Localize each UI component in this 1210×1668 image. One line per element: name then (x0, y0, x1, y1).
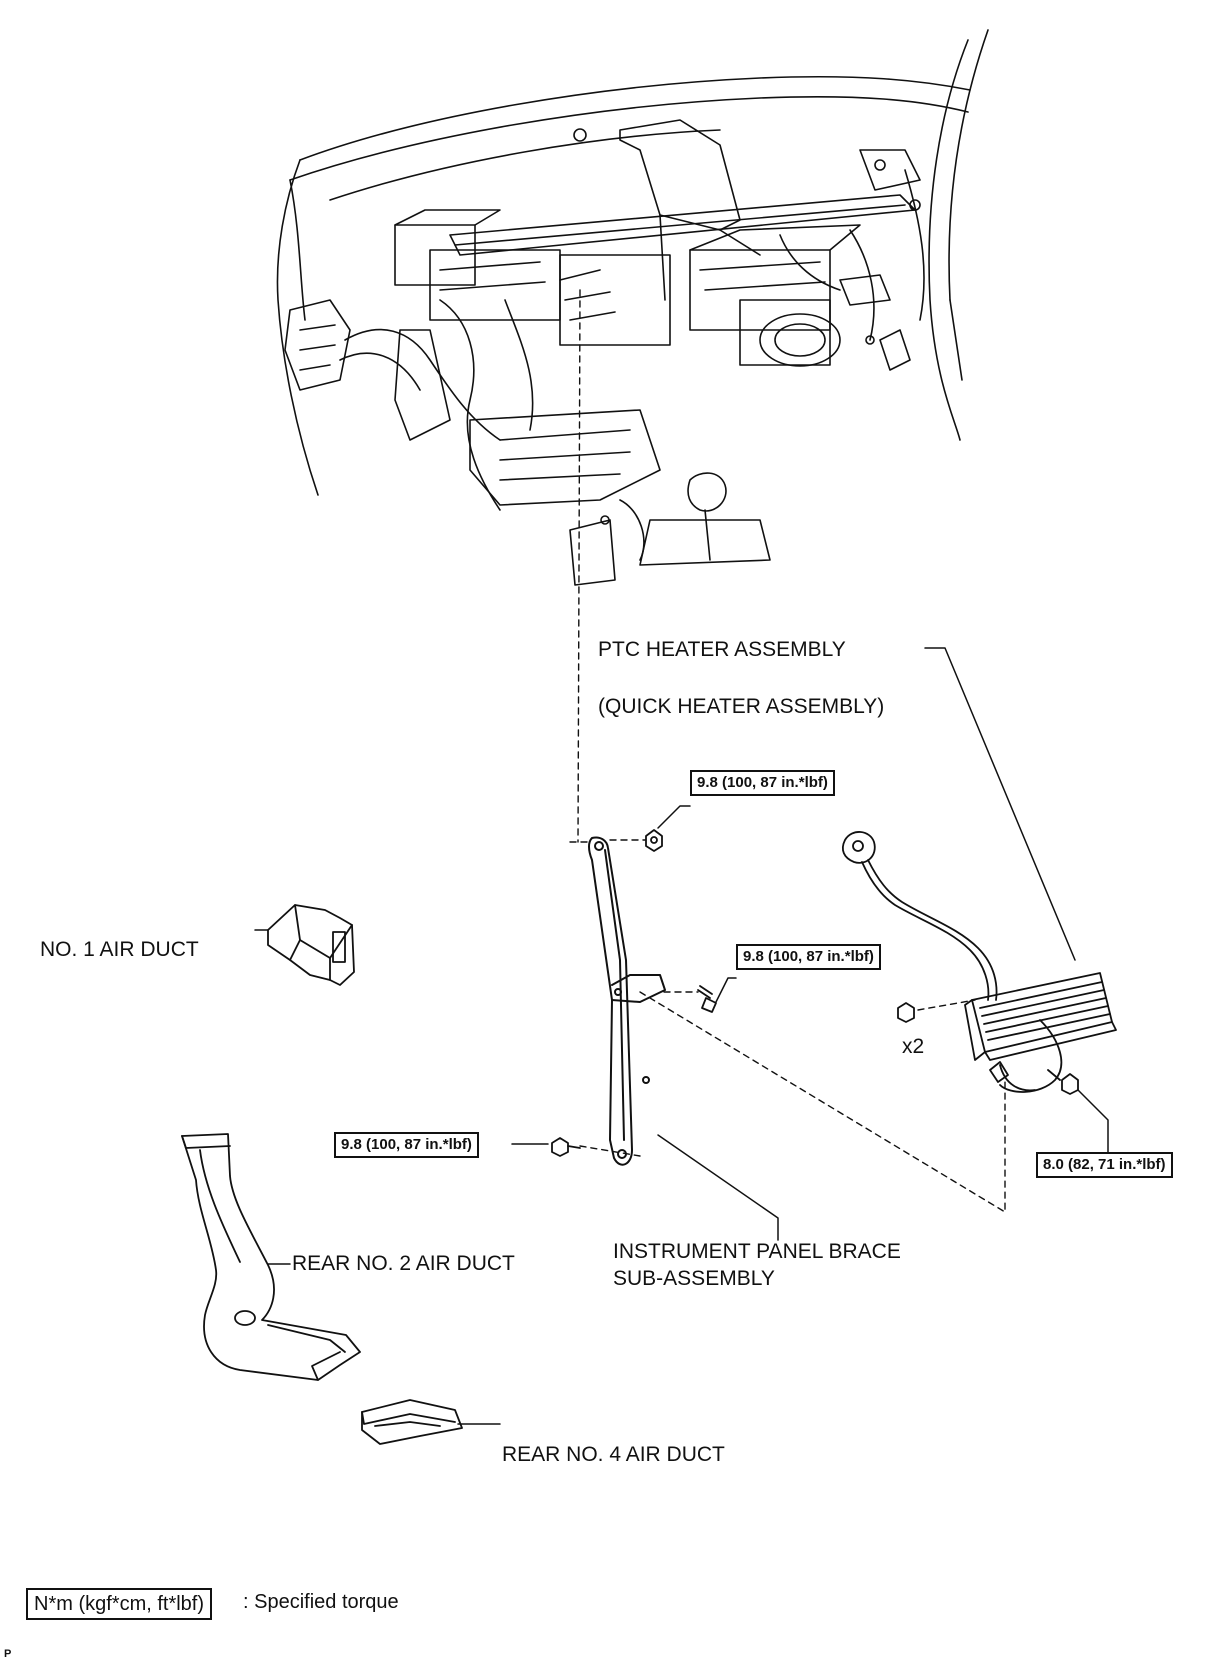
brace-label-line1: INSTRUMENT PANEL BRACE (613, 1240, 901, 1263)
no1-air-duct (267, 904, 355, 986)
leader-lines (254, 647, 1109, 1425)
rear-no4-air-duct-label: REAR NO. 4 AIR DUCT (502, 1443, 725, 1466)
rear-no2-air-duct-label: REAR NO. 2 AIR DUCT (292, 1252, 515, 1275)
rear-no2-air-duct (181, 1133, 361, 1381)
ptc-heater-label: PTC HEATER ASSEMBLY (598, 638, 846, 661)
torque-legend-description: : Specified torque (243, 1591, 399, 1613)
torque-spec-mid-bolt: 9.8 (100, 87 in.*lbf) (736, 944, 881, 970)
dashboard-illustration (276, 29, 989, 586)
corner-mark: P (4, 1648, 12, 1660)
ptc-heater-assembly (841, 831, 1117, 1093)
instrument-panel-brace (588, 836, 666, 1166)
torque-legend-unit: N*m (kgf*cm, ft*lbf) (26, 1588, 213, 1620)
rear-no4-air-duct (361, 1399, 463, 1445)
brace-label-line2: SUB-ASSEMBLY (613, 1267, 775, 1290)
quick-heater-label: (QUICK HEATER ASSEMBLY) (598, 695, 885, 718)
torque-spec-heater-bolt: 8.0 (82, 71 in.*lbf) (1036, 1152, 1173, 1178)
torque-spec-lower-bolt: 9.8 (100, 87 in.*lbf) (334, 1132, 479, 1158)
no1-air-duct-label: NO. 1 AIR DUCT (40, 938, 199, 961)
alignment-dashed-lines (569, 289, 1006, 1213)
quantity-x2-label: x2 (902, 1035, 925, 1058)
torque-spec-top-nut: 9.8 (100, 87 in.*lbf) (690, 770, 835, 796)
